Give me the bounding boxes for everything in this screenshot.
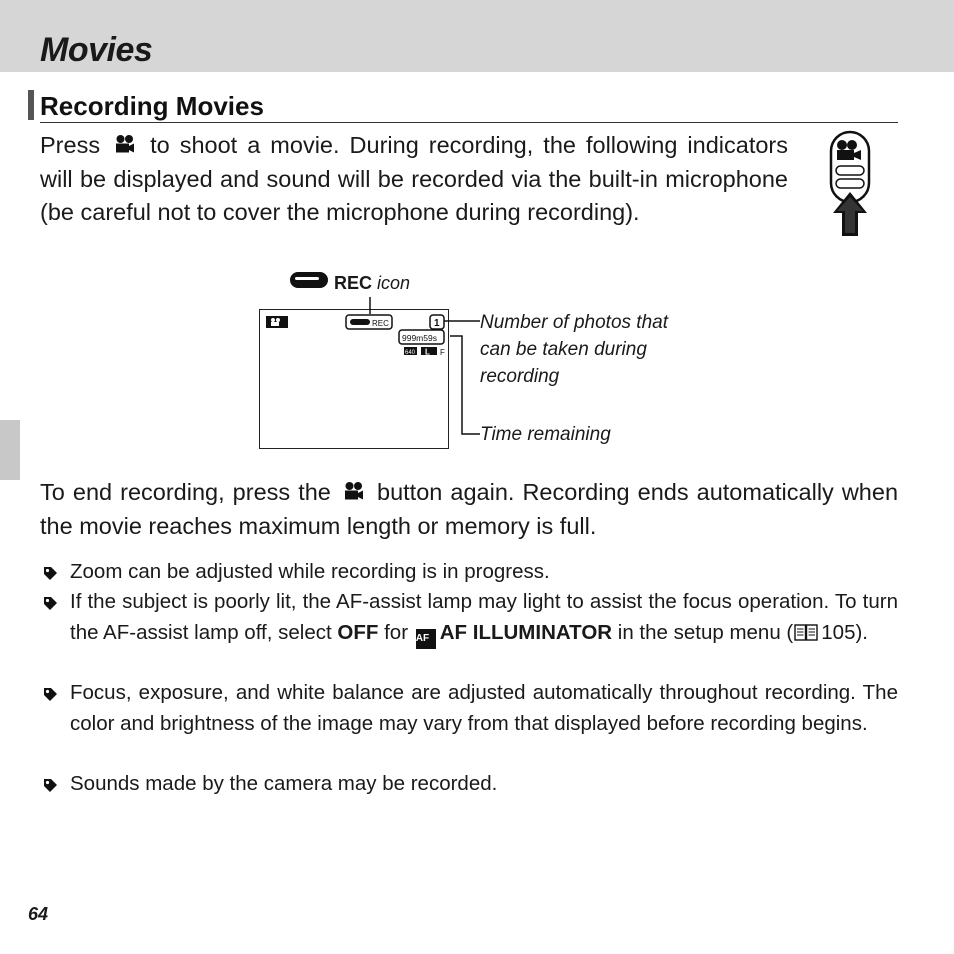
- page-reference[interactable]: 105).: [821, 620, 868, 644]
- photos-count-text: 1: [434, 318, 440, 329]
- note-text: Sounds made by the camera may be recorde…: [70, 772, 498, 795]
- section-title: Recording Movies: [40, 91, 264, 121]
- rec-label-bold: REC: [334, 273, 373, 293]
- quality-icon: [421, 347, 437, 355]
- rec-label-italic: icon: [377, 273, 411, 293]
- callout-time-remaining: Time remaining: [480, 424, 611, 445]
- screen-indicators: REC 1 999m59s 640 L F: [266, 314, 445, 357]
- af-illuminator-icon: AF: [415, 628, 436, 649]
- section-marker: [28, 90, 34, 120]
- ending-text-rest: button again. Recording ends automatical…: [40, 479, 899, 539]
- af-illuminator-keyword: AF ILLUMINATOR: [439, 620, 613, 644]
- note-pencil-icon: [44, 567, 57, 580]
- note-item: If the subject is poorly lit, the AF-ass…: [40, 587, 898, 649]
- note-pencil-icon: [44, 597, 57, 610]
- camera-screen-diagram: REC 1 999m59s 640 L F: [259, 309, 449, 449]
- page-number: 64: [28, 904, 49, 924]
- side-thumb-tab: [0, 420, 20, 480]
- section-rule: [40, 122, 898, 123]
- off-keyword: OFF: [337, 620, 379, 644]
- note-text: Zoom can be adjusted while recording is …: [70, 560, 550, 583]
- intro-text-start: Press: [40, 132, 101, 158]
- size-text: 640: [405, 350, 416, 356]
- quality-text: L: [425, 348, 430, 357]
- note-pencil-icon: [44, 779, 57, 792]
- callout-photos-count: Number of photos that can be taken durin…: [480, 312, 668, 387]
- movie-camera-icon: [344, 482, 363, 500]
- note-pencil-icon: [44, 688, 57, 701]
- intro-paragraph: Press to shoot a movie. During recording…: [40, 129, 788, 230]
- note-text: If the subject is poorly lit, the AF-ass…: [70, 587, 898, 649]
- note-item: Zoom can be adjusted while recording is …: [40, 557, 898, 588]
- note-text: Focus, exposure, and white balance are a…: [70, 681, 898, 735]
- photos-count-box: [429, 314, 445, 330]
- rec-pill-icon: [290, 272, 328, 288]
- ending-paragraph: To end recording, press the button again…: [40, 476, 898, 543]
- ending-text-start: To end recording, press the: [40, 479, 331, 505]
- book-page-icon: [794, 623, 818, 641]
- f-text: F: [440, 348, 445, 357]
- rec-indicator-text: REC: [372, 319, 389, 328]
- intro-text-rest: to shoot a movie. During recording, the …: [40, 132, 788, 225]
- note-text-part: for: [384, 620, 409, 644]
- time-remaining-box: [398, 329, 445, 345]
- movie-camera-icon: [116, 135, 135, 153]
- chapter-title: Movies: [40, 31, 153, 69]
- shutter-button-icon: [829, 130, 871, 236]
- note-item: Focus, exposure, and white balance are a…: [40, 678, 898, 739]
- note-item: Sounds made by the camera may be recorde…: [40, 769, 898, 800]
- note-text-part: If the subject is poorly lit, the AF-ass…: [70, 590, 898, 644]
- rec-icon-label: REC icon: [290, 271, 410, 295]
- size-icon: [404, 347, 417, 355]
- time-remaining-text: 999m59s: [402, 333, 437, 343]
- chapter-header-band: [0, 0, 954, 72]
- note-text-part: in the setup menu (: [617, 620, 794, 644]
